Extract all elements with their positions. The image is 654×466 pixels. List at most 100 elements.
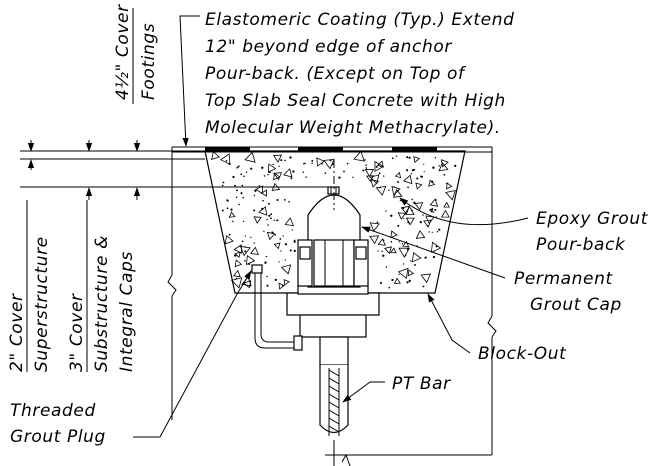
superstructure-cover-value: 2" Cover [7, 293, 27, 372]
coating-note: Elastomeric Coating (Typ.) Extend 12" be… [205, 10, 514, 138]
aggregate-mark [446, 182, 453, 190]
aggregate-mark [398, 247, 411, 258]
epoxy-label-line: Epoxy Grout [536, 209, 649, 229]
aggregate-mark [245, 171, 248, 174]
aggregate-mark [225, 159, 228, 162]
substructure-cover-label: 3" Cover Substructure & Integral Caps [67, 200, 137, 372]
substructure-cover-caption: Substructure & [92, 235, 112, 372]
aggregate-mark [240, 192, 243, 195]
aggregate-mark [440, 209, 450, 218]
aggregate-mark [284, 159, 286, 162]
aggregate-mark [391, 185, 401, 196]
aggregate-mark [420, 175, 423, 178]
aggregate-mark [398, 241, 400, 243]
aggregate-mark [264, 261, 267, 264]
aggregate-mark [262, 199, 264, 202]
aggregate-mark [289, 249, 292, 252]
aggregate-mark [280, 250, 282, 252]
aggregate-mark [406, 156, 409, 159]
aggregate-mark [422, 285, 425, 288]
aggregate-mark [241, 240, 244, 243]
aggregate-mark [222, 181, 225, 184]
aggregate-mark [406, 169, 409, 172]
aggregate-mark [267, 173, 269, 176]
aggregate-mark [397, 181, 400, 183]
aggregate-mark [431, 231, 433, 233]
aggregate-mark [311, 162, 313, 164]
aggregate-mark [414, 263, 417, 266]
aggregate-mark [364, 159, 366, 161]
aggregate-mark [253, 209, 256, 212]
break-line-icon [167, 274, 177, 297]
aggregate-mark [445, 189, 456, 201]
aggregate-mark [244, 235, 247, 237]
aggregate-mark [278, 261, 280, 263]
aggregate-mark [402, 240, 410, 248]
aggregate-mark [405, 217, 415, 226]
threaded-plug [251, 264, 263, 274]
pt-bar-sleeve [319, 365, 349, 434]
aggregate-mark [267, 163, 277, 173]
aggregate-mark [431, 180, 434, 183]
aggregate-mark [420, 273, 432, 284]
aggregate-mark [266, 231, 276, 241]
coating-note-line: Molecular Weight Methacrylate). [205, 118, 501, 138]
aggregate-mark [266, 284, 269, 287]
aggregate-mark [291, 229, 293, 231]
aggregate-mark [419, 220, 422, 224]
coating-strip [298, 147, 343, 152]
aggregate-mark [232, 175, 235, 179]
aggregate-mark [234, 251, 241, 259]
aggregate-mark [390, 214, 393, 217]
aggregate-mark [267, 224, 269, 226]
aggregate-mark [397, 267, 409, 280]
aggregate-mark [423, 171, 425, 173]
aggregate-mark [422, 214, 424, 216]
aggregate-mark [276, 219, 278, 222]
aggregate-mark [273, 242, 281, 250]
aggregate-mark [379, 186, 381, 189]
deck-surface [171, 146, 493, 153]
aggregate-mark [271, 231, 274, 234]
aggregate-mark [274, 234, 277, 236]
aggregate-mark [393, 277, 401, 284]
grout-cap-label-line: Permanent [514, 269, 613, 289]
aggregate-mark [406, 281, 409, 284]
aggregate-mark [411, 209, 413, 212]
aggregate-mark [238, 203, 240, 206]
aggregate-mark [395, 155, 397, 157]
aggregate-mark [403, 217, 405, 220]
aggregate-mark [273, 172, 283, 181]
aggregate-mark [273, 219, 275, 221]
aggregate-mark [226, 207, 229, 210]
aggregate-mark [415, 230, 426, 239]
aggregate-mark [293, 240, 296, 243]
grout-plug-label-line: Grout Plug [10, 427, 106, 447]
aggregate-mark [253, 216, 262, 224]
grout-cap-label: Permanent Grout Cap [514, 269, 621, 315]
aggregate-mark [260, 189, 268, 197]
aggregate-mark [239, 245, 251, 257]
aggregate-mark [376, 160, 384, 168]
anchor-assembly [286, 160, 380, 436]
aggregate-mark [397, 212, 407, 220]
aggregate-mark [440, 159, 449, 168]
aggregate-mark [282, 235, 284, 237]
aggregate-mark [375, 165, 378, 168]
substructure-cover-value: 3" Cover [67, 293, 87, 372]
substructure-cover-caption: Integral Caps [117, 251, 137, 372]
aggregate-mark [443, 173, 446, 176]
footings-cover-caption: Footings [139, 23, 159, 100]
aggregate-mark [394, 186, 396, 188]
aggregate-mark [263, 230, 265, 232]
aggregate-mark [230, 277, 243, 289]
epoxy-label: Epoxy Grout Pour-back [536, 209, 649, 255]
aggregate-mark [411, 198, 413, 201]
aggregate-mark [375, 185, 387, 196]
aggregate-mark [253, 194, 256, 197]
aggregate-mark [401, 242, 404, 245]
dimension-lines [20, 140, 497, 466]
aggregate-mark [377, 238, 386, 246]
aggregate-mark [407, 269, 415, 277]
aggregate-mark [374, 160, 385, 172]
